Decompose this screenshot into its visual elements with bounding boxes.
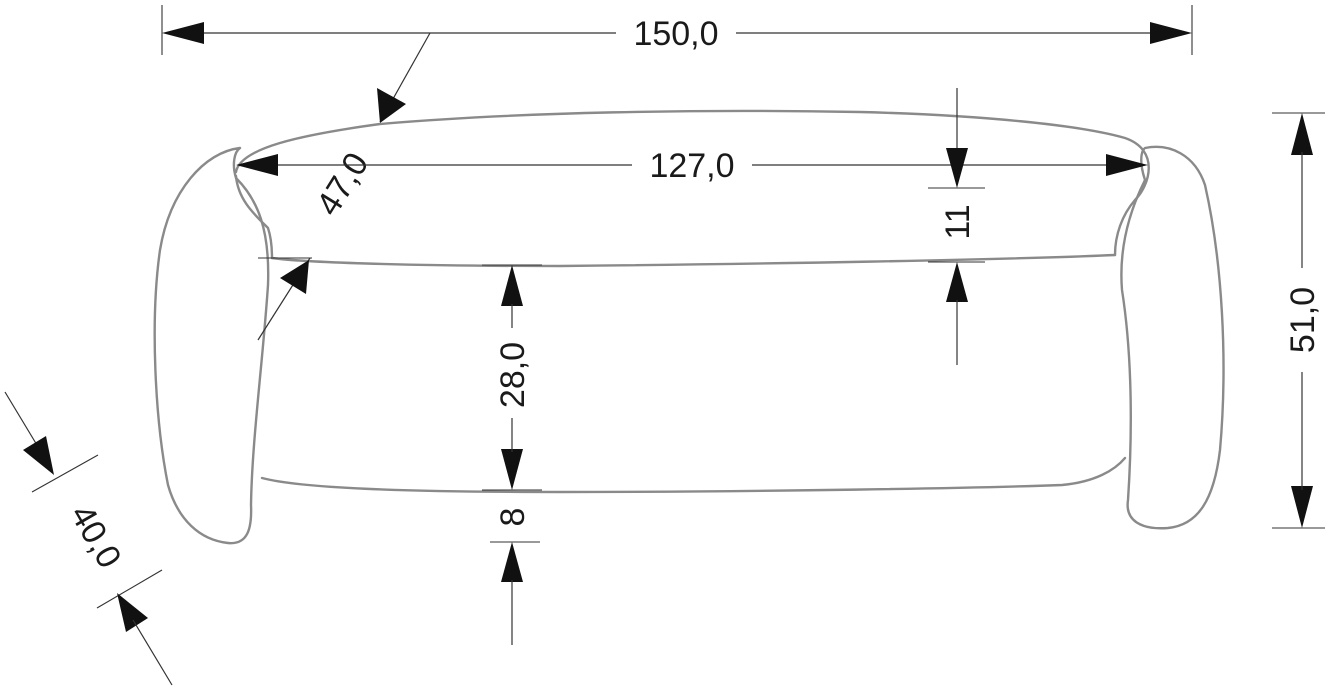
seat-width-dimension: 127,0 [236,147,1148,185]
sofa-outline [153,109,1225,545]
arrowhead-depth-bottom [280,260,309,294]
overall-width-dimension: 150,0 [161,5,1193,55]
overall-depth-dimension: 47,0 [257,32,431,341]
arrowhead-down [1291,486,1313,528]
seat-height-label: 28,0 [494,342,532,408]
backrest-height-label: 11 [939,204,977,239]
arrowhead-up [1291,113,1313,155]
backrest-front-edge [234,174,274,260]
arrowhead-left [162,22,204,44]
backrest-height-dimension: 11 [928,88,985,365]
seat-bottom-edge [260,456,1127,494]
right-armrest [1120,145,1225,530]
left-armrest [153,146,270,545]
overall-depth-label: 47,0 [309,146,376,222]
arrowhead-up [946,262,968,302]
overall-height-dimension: 51,0 [1272,112,1325,529]
arrowhead-right [1150,22,1192,44]
arrowhead-top [23,436,54,475]
seat-top-edge [270,253,1117,268]
overall-height-label: 51,0 [1284,287,1322,353]
side-depth-dimension: 40,0 [4,391,173,686]
leg-clearance-dimension: 8 [490,508,540,645]
arrowhead-down [501,449,523,490]
arrowhead-up [501,542,523,582]
arrowhead-depth-top [377,88,406,123]
arrowhead-right [1106,154,1148,176]
seat-width-label: 127,0 [649,147,734,185]
arrowhead-down [946,148,968,188]
arrowhead-left [236,154,278,176]
side-depth-label: 40,0 [63,498,129,574]
arrowhead-up [501,265,523,306]
arrowhead-bottom [117,593,148,632]
overall-width-label: 150,0 [633,15,718,53]
seat-height-dimension: 28,0 [482,264,542,491]
backrest [234,109,1150,257]
leg-clearance-label: 8 [494,508,532,527]
